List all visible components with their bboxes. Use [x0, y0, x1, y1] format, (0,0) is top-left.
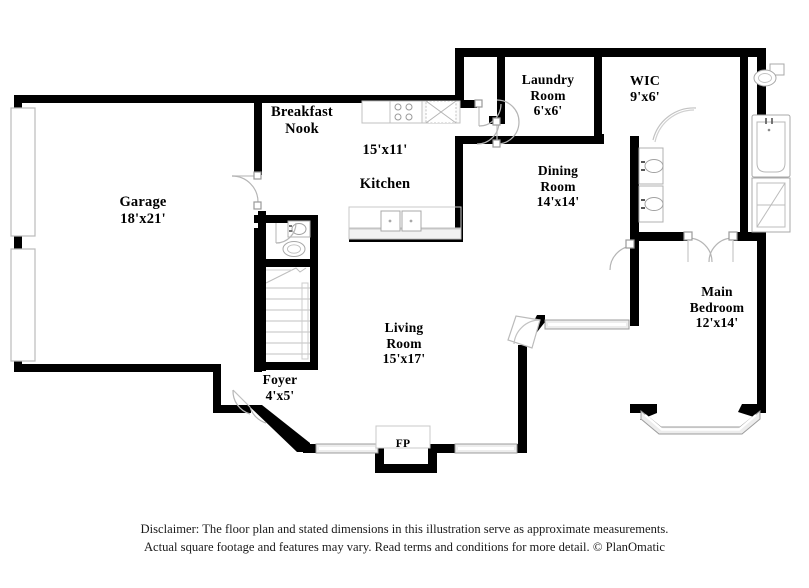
range-cooktop	[389, 100, 423, 124]
disclaimer-line-2: Actual square footage and features may v…	[143, 539, 666, 554]
garage-door-upper	[10, 107, 36, 237]
room-label-kitchen: 15'x11' Kitchen	[359, 142, 411, 192]
disclaimer-line-1: Disclaimer: The floor plan and stated di…	[140, 522, 669, 536]
door-powder-room	[275, 222, 297, 244]
room-label-breakfast-nook: Breakfast Nook	[271, 104, 333, 137]
room-label-dining-room: Dining Room 14'x14'	[536, 163, 580, 210]
bay-window-icon	[640, 409, 761, 435]
vanity-sink-icon-master-lower	[638, 185, 664, 223]
double-sink-icon	[380, 210, 422, 232]
shower-icon	[751, 177, 791, 233]
window-living-left	[315, 443, 379, 454]
room-label-main-bedroom: Main Bedroom 12'x14'	[689, 284, 745, 331]
door-dining-to-hall	[609, 239, 635, 271]
door-master-double	[683, 231, 738, 263]
window-living-right	[454, 443, 518, 454]
vanity-sink-icon-powder	[287, 220, 311, 238]
garage-door-lower	[10, 248, 36, 362]
door-living-to-dining	[507, 315, 541, 349]
window-dining	[544, 319, 630, 330]
door-hall	[476, 99, 520, 148]
staircase-icon	[265, 267, 310, 360]
room-label-living-room: Living Room 15'x17'	[382, 320, 426, 367]
room-label-fireplace: FP	[395, 438, 411, 450]
room-label-foyer: Foyer 4'x5'	[262, 372, 298, 403]
disclaimer: Disclaimer: The floor plan and stated di…	[0, 521, 809, 557]
door-foyer-entry	[232, 389, 267, 424]
room-label-garage: Garage 18'x21'	[119, 194, 167, 227]
room-label-laundry-room: Laundry Room 6'x6'	[521, 72, 575, 119]
bathtub-icon	[751, 114, 791, 178]
door-garage-to-hall	[231, 171, 262, 210]
door-wic	[652, 107, 697, 143]
left-interior-wall	[258, 211, 266, 371]
toilet-icon-master	[753, 63, 785, 87]
toilet-icon-powder	[282, 241, 306, 257]
cabinet-icon	[425, 100, 457, 124]
room-label-wic: WIC 9'x6'	[629, 74, 661, 106]
vanity-sink-icon-master-upper	[638, 147, 664, 185]
